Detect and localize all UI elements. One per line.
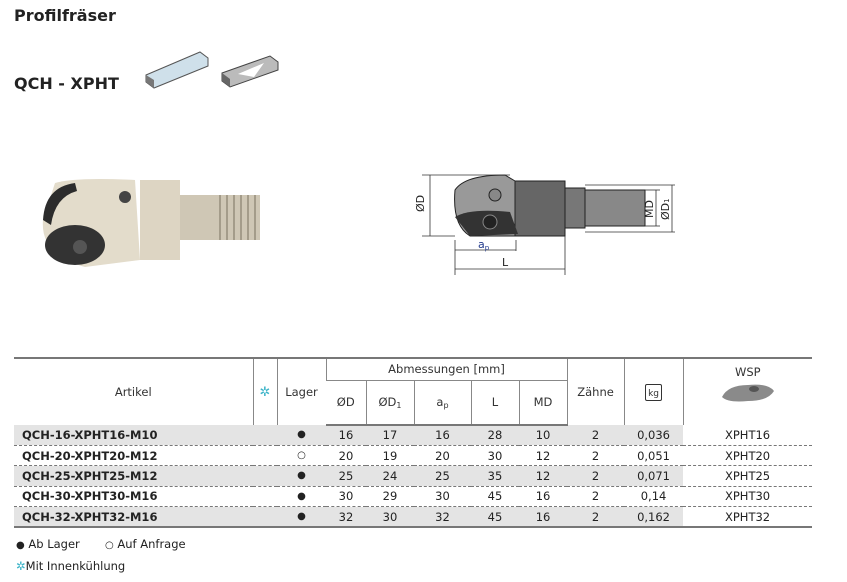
cell-wsp: XPHT30 <box>683 486 813 508</box>
cell-l: 30 <box>471 445 519 467</box>
dim-d: ØD <box>414 195 427 212</box>
dim-md: MD <box>643 200 656 218</box>
header-md: MD <box>518 380 568 426</box>
cell-l: 45 <box>471 486 519 508</box>
product-series: QCH - XPHT <box>14 74 119 93</box>
cell-wsp: XPHT20 <box>683 445 813 467</box>
cell-md: 10 <box>519 425 568 446</box>
cell-kg: 0,051 <box>624 445 684 467</box>
material-icon-1 <box>145 51 209 89</box>
cell-md: 16 <box>519 486 568 508</box>
cell-d1: 29 <box>366 486 414 508</box>
cell-l: 35 <box>471 465 519 487</box>
cell-d1: 30 <box>366 506 414 528</box>
cell-artikel: QCH-16-XPHT16-M10 <box>14 425 253 446</box>
header-abmessungen: Abmessungen [mm] <box>325 357 568 381</box>
cell-coolant <box>253 445 277 467</box>
header-l: L <box>470 380 519 426</box>
page-title: Profilfräser <box>14 6 116 25</box>
cell-kg: 0,036 <box>624 425 684 446</box>
legend-ab-lager: ● Ab Lager <box>16 537 80 551</box>
cell-z: 2 <box>567 445 625 467</box>
cell-lager: ● <box>277 486 326 508</box>
material-icon-2 <box>221 55 279 88</box>
cell-d: 25 <box>326 465 366 487</box>
technical-drawing: ØD ap L MD ØD1 <box>414 174 675 275</box>
cell-kg: 0,162 <box>624 506 684 528</box>
header-wsp: WSP <box>682 357 813 425</box>
header-d: ØD <box>326 380 366 426</box>
cell-wsp: XPHT32 <box>683 506 813 528</box>
cell-lager: ● <box>277 465 326 487</box>
cell-ap: 16 <box>414 425 471 446</box>
dim-d1: ØD1 <box>659 198 672 220</box>
cell-coolant <box>253 425 277 446</box>
legend-innenkuehlung: ✲Mit Innenkühlung <box>16 559 126 573</box>
weight-icon: kg <box>623 357 684 425</box>
cell-md: 12 <box>519 465 568 487</box>
cell-coolant <box>253 506 277 528</box>
cell-d: 32 <box>326 506 366 528</box>
material-icons <box>145 51 279 89</box>
cell-l: 45 <box>471 506 519 528</box>
cell-kg: 0,14 <box>624 486 684 508</box>
coolant-icon: ✲ <box>252 357 277 425</box>
cell-z: 2 <box>567 425 625 446</box>
dim-l: L <box>502 256 509 269</box>
cell-d: 16 <box>326 425 366 446</box>
cell-coolant <box>253 486 277 508</box>
insert-image <box>721 384 774 402</box>
cell-coolant <box>253 465 277 487</box>
cell-ap: 30 <box>414 486 471 508</box>
header-zaehne: Zähne <box>566 357 625 425</box>
cell-d1: 19 <box>366 445 414 467</box>
cell-lager: ● <box>277 506 326 528</box>
cell-lager: ● <box>277 425 326 446</box>
cell-d: 20 <box>326 445 366 467</box>
cell-wsp: XPHT16 <box>683 425 813 446</box>
cell-d1: 24 <box>366 465 414 487</box>
header-artikel: Artikel <box>14 357 253 425</box>
cell-z: 2 <box>567 486 625 508</box>
cell-d: 30 <box>326 486 366 508</box>
cell-kg: 0,071 <box>624 465 684 487</box>
cell-wsp: XPHT25 <box>683 465 813 487</box>
header-ap: ap <box>413 380 471 426</box>
header-lager: Lager <box>276 357 326 425</box>
cell-l: 28 <box>471 425 519 446</box>
header-d1: ØD1 <box>365 380 414 426</box>
cell-d1: 17 <box>366 425 414 446</box>
cell-artikel: QCH-32-XPHT32-M16 <box>14 506 253 528</box>
product-table: Artikel ✲ Lager Abmessungen [mm] Zähne k… <box>14 357 813 528</box>
cell-artikel: QCH-30-XPHT30-M16 <box>14 486 253 508</box>
dim-ap: ap <box>478 238 490 252</box>
cell-lager: ○ <box>277 445 326 467</box>
cell-z: 2 <box>567 465 625 487</box>
cell-md: 16 <box>519 506 568 528</box>
cell-artikel: QCH-20-XPHT20-M12 <box>14 445 253 467</box>
cell-z: 2 <box>567 506 625 528</box>
tool-photo <box>42 179 260 267</box>
legend-auf-anfrage: ○ Auf Anfrage <box>105 537 186 551</box>
cell-ap: 25 <box>414 465 471 487</box>
cell-ap: 20 <box>414 445 471 467</box>
cell-ap: 32 <box>414 506 471 528</box>
cell-artikel: QCH-25-XPHT25-M12 <box>14 465 253 487</box>
cell-md: 12 <box>519 445 568 467</box>
